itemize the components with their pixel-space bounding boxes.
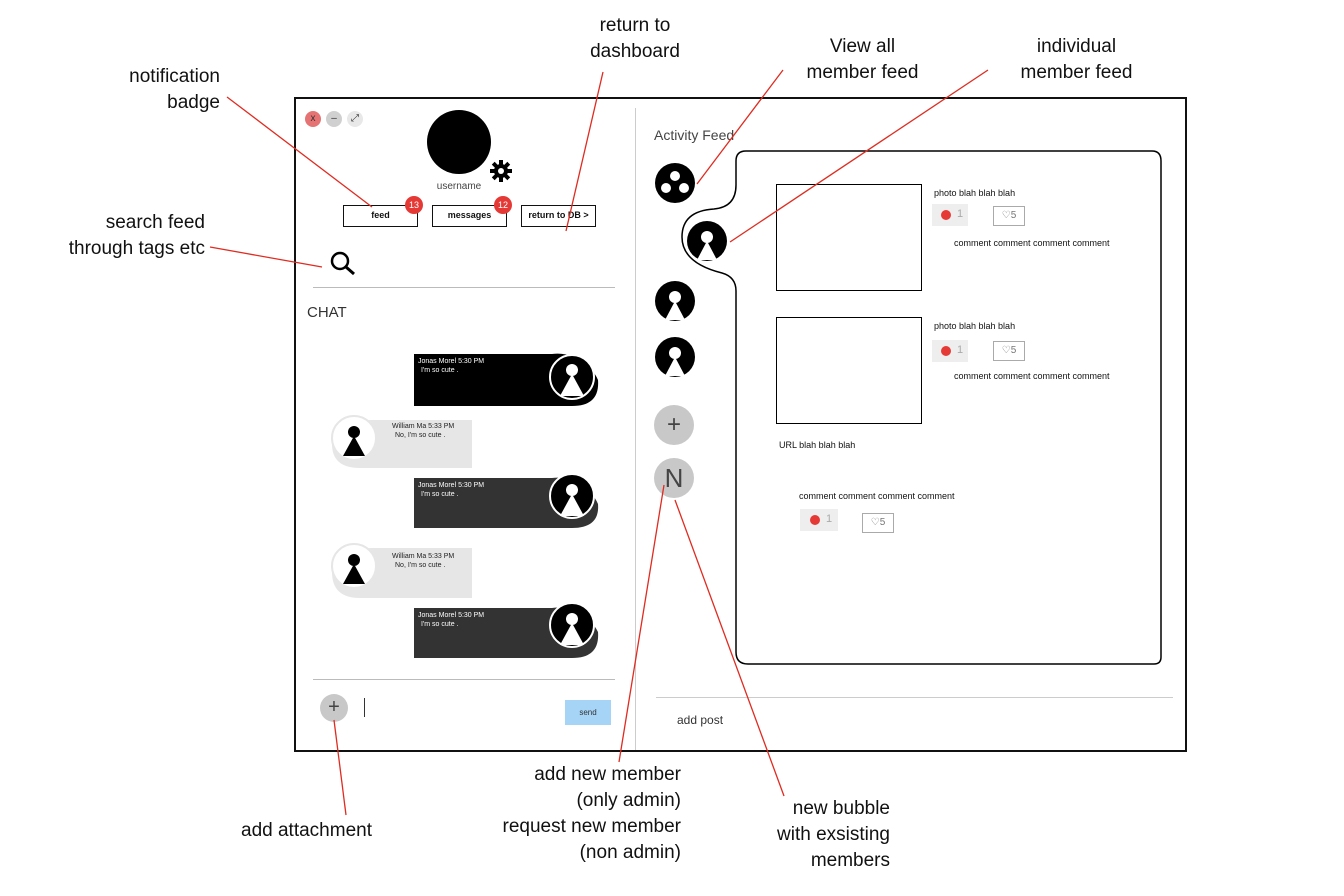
post-1-caption: photo blah blah blah <box>934 188 1016 198</box>
minimize-window-button[interactable]: – <box>326 111 342 127</box>
chat-title: CHAT <box>307 304 347 321</box>
chat-messages <box>331 353 599 658</box>
annotation-new-bubble: new bubble with exsisting members <box>777 798 890 871</box>
panel-divider <box>635 108 636 750</box>
annotation-add-attachment: add attachment <box>241 820 372 841</box>
feed-notification-badge: 13 <box>405 196 423 214</box>
member-bubble-3[interactable] <box>654 336 696 378</box>
feed-button[interactable]: feed <box>343 205 418 227</box>
line-add-new-member <box>618 484 665 763</box>
like-count: 1 <box>957 208 964 220</box>
chat-message-3 <box>414 473 599 528</box>
chat-text-input[interactable] <box>362 698 552 718</box>
chat-sender: William Ma 5:33 PM <box>392 553 455 560</box>
member-bubble-2[interactable] <box>654 280 696 322</box>
like-count: 1 <box>826 513 833 525</box>
chat-message-3-text: Jonas Morel 5:30 PM I'm so cute . <box>418 481 484 499</box>
member-bubble-active[interactable] <box>686 220 728 262</box>
line-view-all-member-feed <box>696 69 784 185</box>
like-count: 1 <box>957 344 964 356</box>
line-new-bubble <box>674 499 785 797</box>
post-1-photo[interactable] <box>776 184 922 291</box>
heart-icon: ♡ <box>870 517 880 528</box>
chat-body: I'm so cute . <box>421 367 459 374</box>
chat-sender: Jonas Morel 5:30 PM <box>418 358 485 365</box>
search-icon[interactable] <box>328 250 358 276</box>
url-post-like-button[interactable]: 1 <box>800 509 838 531</box>
url-post-heart-button[interactable]: ♡5 <box>862 513 894 533</box>
like-dot-icon <box>941 210 951 220</box>
annotation-return-to-dashboard: return to dashboard <box>590 15 680 62</box>
post-1-comment: comment comment comment comment <box>954 238 1110 248</box>
add-post-input[interactable]: add post <box>677 713 724 727</box>
add-attachment-button[interactable]: + <box>320 694 348 722</box>
chat-sender: William Ma 5:33 PM <box>392 423 455 430</box>
username-label: username <box>436 181 482 192</box>
annotation-view-all-member-feed: View all member feed <box>806 36 919 83</box>
line-add-attachment <box>333 719 347 816</box>
text-cursor <box>364 698 365 717</box>
close-window-button[interactable]: x <box>305 111 321 127</box>
heart-count: 5 <box>1010 345 1017 356</box>
send-button[interactable]: send <box>565 700 611 725</box>
post-2-heart-button[interactable]: ♡5 <box>993 341 1025 361</box>
chat-message-2 <box>331 415 472 468</box>
url-post-comment: comment comment comment comment <box>799 491 955 501</box>
chat-body: I'm so cute . <box>421 621 459 628</box>
heart-icon: ♡ <box>1001 210 1011 221</box>
post-2-like-button[interactable]: 1 <box>932 340 968 362</box>
line-search-feed <box>209 246 323 268</box>
post-1-heart-button[interactable]: ♡5 <box>993 206 1025 226</box>
line-notification-badge <box>226 96 373 208</box>
search-divider <box>313 287 615 288</box>
activity-feed-title: Activity Feed <box>654 127 735 143</box>
gear-icon[interactable] <box>489 159 513 183</box>
chat-message-1 <box>414 353 599 406</box>
annotation-notification-badge: notification badge <box>129 66 220 113</box>
add-member-button[interactable]: + <box>654 405 694 445</box>
messages-notification-badge: 12 <box>494 196 512 214</box>
post-2-comment: comment comment comment comment <box>954 371 1110 381</box>
new-bubble-button[interactable]: N <box>654 458 694 498</box>
heart-count: 5 <box>879 517 886 528</box>
line-return-to-dashboard <box>565 71 604 232</box>
line-individual-member-feed <box>729 69 989 243</box>
chat-message-5 <box>414 602 599 658</box>
post-2-caption: photo blah blah blah <box>934 321 1016 331</box>
like-dot-icon <box>941 346 951 356</box>
annotation-individual-member-feed: individual member feed <box>1020 36 1133 83</box>
expand-window-button[interactable]: ⤢ <box>347 111 363 127</box>
profile-avatar[interactable] <box>427 110 491 174</box>
app-window <box>294 97 1187 752</box>
url-post-link[interactable]: URL blah blah blah <box>779 440 856 450</box>
view-all-member-feed-bubble[interactable] <box>654 162 696 204</box>
chat-message-5-text: Jonas Morel 5:30 PM I'm so cute . <box>418 611 484 629</box>
post-2-photo[interactable] <box>776 317 922 424</box>
chat-body: I'm so cute . <box>421 491 459 498</box>
chat-body: No, I'm so cute . <box>395 562 446 569</box>
add-post-divider <box>656 697 1173 698</box>
return-to-dashboard-button[interactable]: return to DB > <box>521 205 596 227</box>
heart-icon: ♡ <box>1001 345 1011 356</box>
annotation-add-new-member: add new member (only admin) request new … <box>502 764 681 863</box>
chat-message-2-text: William Ma 5:33 PM No, I'm so cute . <box>392 422 454 440</box>
chat-message-4-text: William Ma 5:33 PM No, I'm so cute . <box>392 552 454 570</box>
chat-sender: Jonas Morel 5:30 PM <box>418 482 485 489</box>
chat-message-1-text: Jonas Morel 5:30 PM I'm so cute . <box>418 357 484 375</box>
like-dot-icon <box>810 515 820 525</box>
chat-sender: Jonas Morel 5:30 PM <box>418 612 485 619</box>
chat-body: No, I'm so cute . <box>395 432 446 439</box>
messages-button[interactable]: messages <box>432 205 507 227</box>
heart-count: 5 <box>1010 210 1017 221</box>
post-1-like-button[interactable]: 1 <box>932 204 968 226</box>
annotation-search-feed: search feed through tags etc <box>68 212 205 259</box>
chat-input-divider <box>313 679 615 680</box>
chat-message-4 <box>331 543 472 598</box>
